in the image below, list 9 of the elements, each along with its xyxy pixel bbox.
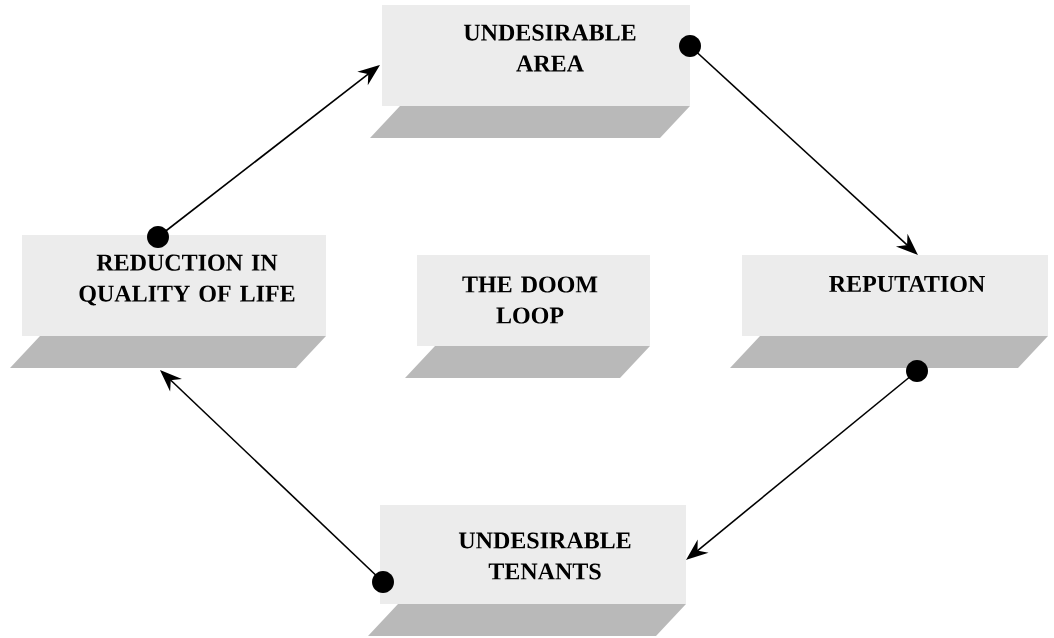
slab-box: REDUCTION IN QUALITY OF LIFE	[10, 235, 326, 368]
arrow	[679, 35, 918, 255]
slab-box: REPUTATION	[730, 255, 1048, 368]
arrow	[686, 360, 928, 560]
slab-box: UNDESIRABLE AREA	[370, 5, 690, 138]
arrow	[147, 65, 380, 248]
slab-box: THE DOOM LOOP	[405, 255, 650, 378]
slab-box: UNDESIRABLE TENANTS	[368, 505, 686, 636]
arrow	[160, 370, 394, 593]
